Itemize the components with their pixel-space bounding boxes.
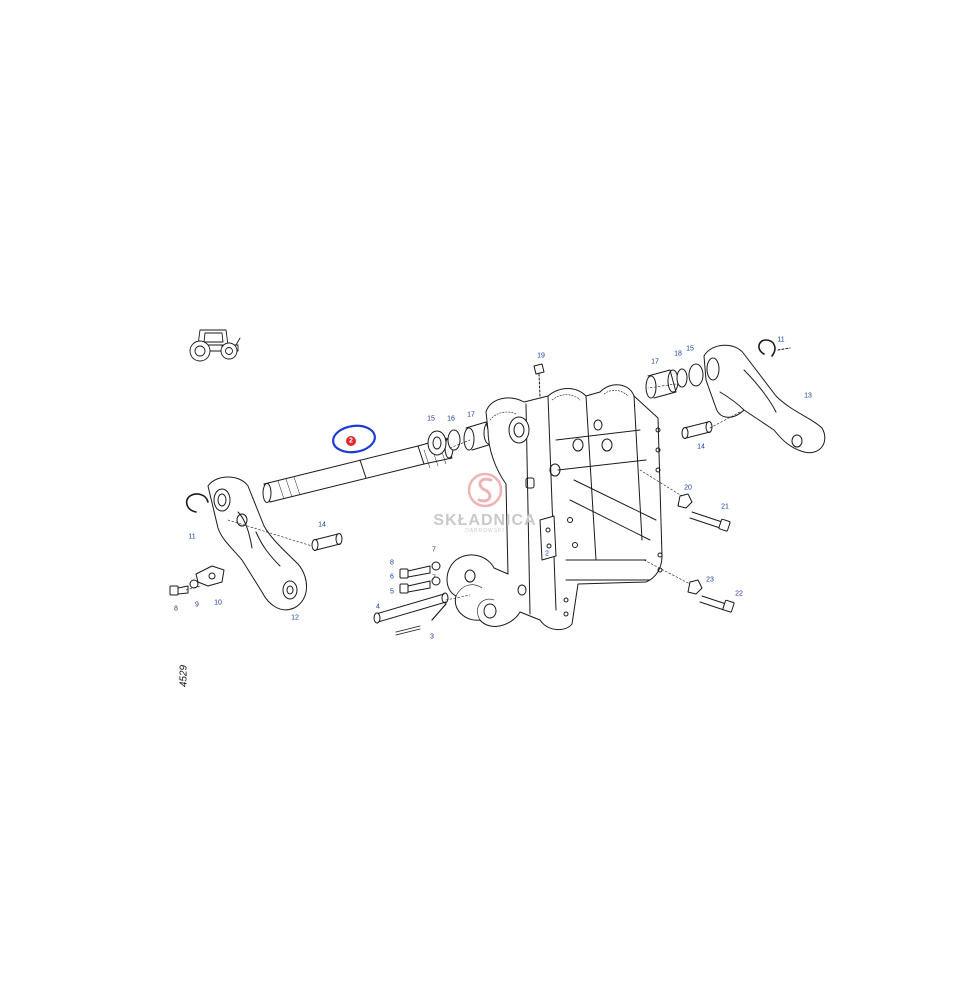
left-bracket (195, 565, 225, 587)
callout-8-left: 8 (174, 605, 178, 613)
clip-pin (431, 603, 447, 621)
callout-3: 3 (430, 633, 434, 641)
callout-23: 23 (706, 576, 714, 584)
callout-5: 5 (390, 588, 394, 596)
callout-2: 2 (545, 550, 549, 558)
tractor-icon (189, 329, 241, 362)
top-nut (533, 363, 545, 375)
right-bushing (645, 369, 679, 399)
right-thrust-washer (688, 363, 704, 387)
left-circlip (185, 493, 209, 513)
right-pin (681, 421, 713, 439)
highlight-marker-label: 2 (349, 437, 353, 445)
callout-8-housing: 8 (390, 559, 394, 567)
left-washer (189, 579, 199, 589)
callout-7-lower: 7 (432, 574, 436, 582)
upper-nut (677, 493, 693, 509)
callout-13: 13 (804, 392, 812, 400)
right-circlip (758, 339, 776, 357)
housing-washer-upper (431, 561, 441, 571)
callout-15-left: 15 (427, 415, 435, 423)
upper-bolt (689, 511, 731, 532)
watermark-name: SKŁADNICA (433, 512, 537, 529)
highlight-marker (332, 424, 376, 454)
right-lift-arm (703, 344, 826, 454)
callout-19: 19 (537, 352, 545, 360)
left-seal-ring (447, 429, 461, 451)
front-pin (373, 592, 449, 624)
callout-16-left: 16 (447, 415, 455, 423)
housing-bolt-upper (399, 565, 431, 579)
mounting-plate (539, 515, 557, 561)
callout-20: 20 (684, 484, 692, 492)
callout-10: 10 (214, 599, 222, 607)
callout-17-left: 17 (467, 411, 475, 419)
right-seal-ring (676, 368, 688, 388)
lower-nut (687, 579, 703, 595)
left-lift-arm (207, 476, 307, 611)
callout-14-left: 14 (318, 521, 326, 529)
main-housing (446, 384, 663, 630)
callout-12: 12 (291, 614, 299, 622)
callout-21: 21 (721, 503, 729, 511)
cross-shaft (262, 437, 454, 503)
callout-15-right: 15 (686, 345, 694, 353)
callout-9: 9 (195, 601, 199, 609)
left-bolt (169, 585, 189, 596)
housing-washer-lower (431, 576, 441, 586)
callout-11-right: 11 (777, 336, 785, 344)
figure-code: 4529 (178, 664, 190, 688)
housing-bolt-lower (399, 580, 431, 594)
callout-7-upper: 7 (432, 546, 436, 554)
callout-22: 22 (735, 590, 743, 598)
callout-17-right: 17 (651, 358, 659, 366)
callout-18: 18 (674, 350, 682, 358)
callout-6: 6 (390, 573, 394, 581)
cotter-pin (395, 625, 421, 636)
left-thrust-washer (427, 430, 447, 456)
callout-11-left: 11 (188, 533, 196, 541)
callout-4: 4 (376, 603, 380, 611)
lower-bolt (699, 595, 735, 613)
left-pin (311, 533, 343, 551)
watermark-subtitle: DĄBROWSKI (465, 528, 505, 534)
watermark-logo-icon (467, 472, 503, 508)
callout-14-right: 14 (697, 443, 705, 451)
assembly-lines (185, 383, 741, 601)
